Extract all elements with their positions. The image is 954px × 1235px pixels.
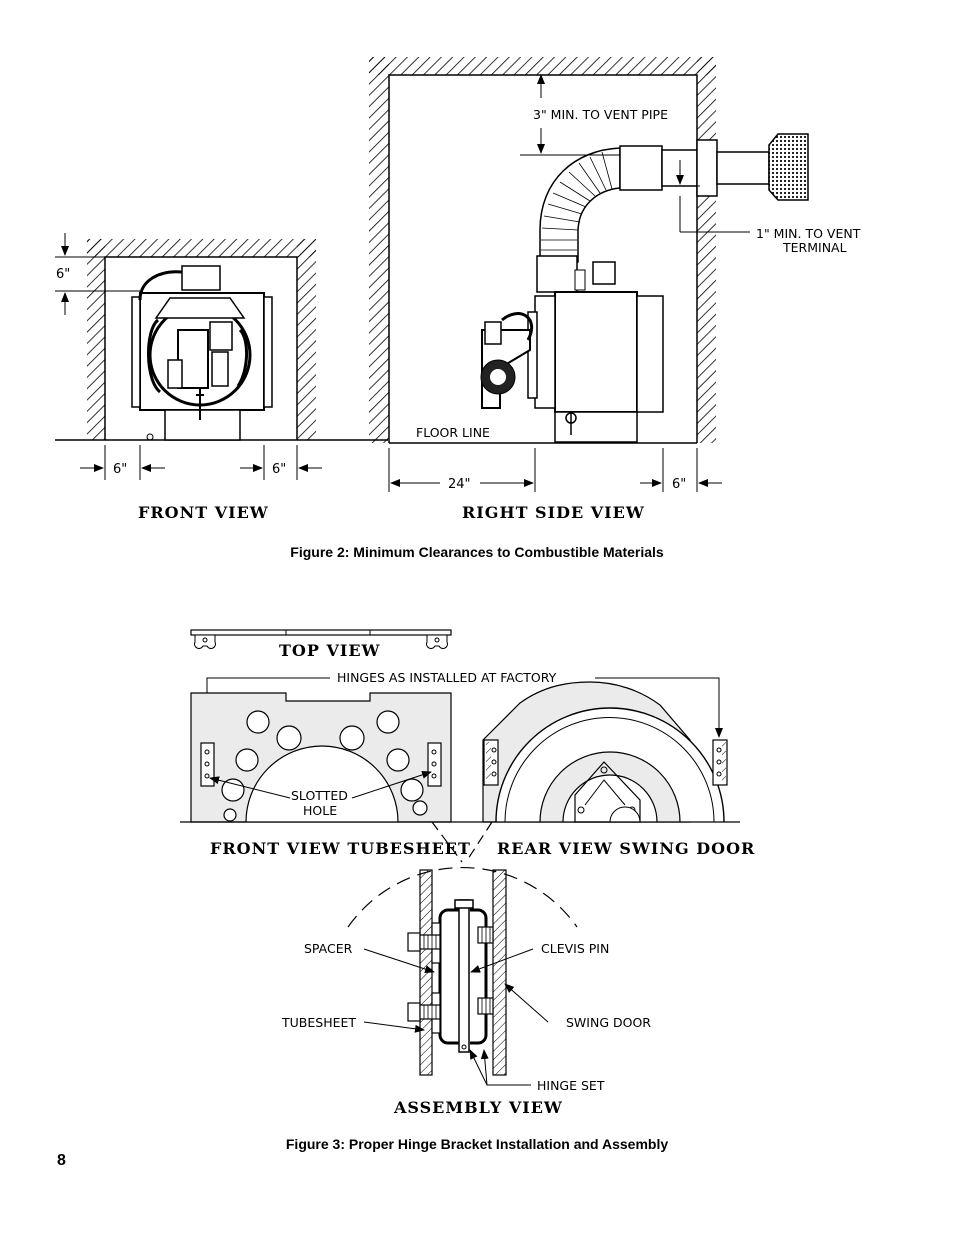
- left-clearance-label: 6": [113, 462, 127, 477]
- figure-2-caption: Figure 2: Minimum Clearances to Combusti…: [290, 544, 664, 560]
- spacer-label: SPACER: [304, 941, 353, 956]
- assembly-view-drawing: [347, 821, 578, 1086]
- right-side-view-drawing: [369, 57, 809, 492]
- hinge-set-label: HINGE SET: [537, 1078, 605, 1093]
- front-clearance-label: 24": [448, 477, 471, 492]
- figure-3-caption: Figure 3: Proper Hinge Bracket Installat…: [285, 1136, 669, 1152]
- front-view-title: FRONT VIEW: [138, 503, 269, 522]
- rear-view-swing-door-drawing: [482, 681, 728, 823]
- right-side-view-title: RIGHT SIDE VIEW: [462, 503, 645, 522]
- rear-view-swing-door-title: REAR VIEW SWING DOOR: [497, 839, 755, 858]
- front-view-tubesheet-drawing: [190, 692, 452, 823]
- vent-terminal-clearance-label: 1" MIN. TO VENT: [756, 226, 861, 241]
- vent-terminal-label-2: TERMINAL: [782, 240, 847, 255]
- top-view-drawing: [190, 629, 452, 649]
- page-number: 8: [57, 1152, 66, 1169]
- tubesheet-label: TUBESHEET: [281, 1015, 356, 1030]
- front-view-drawing: [55, 233, 388, 480]
- swing-door-label: SWING DOOR: [566, 1015, 651, 1030]
- front-view-tubesheet-title: FRONT VIEW TUBESHEET: [210, 839, 471, 858]
- slotted-hole-label-2: HOLE: [303, 803, 337, 818]
- top-view-title: TOP VIEW: [279, 641, 381, 660]
- rear-clearance-label: 6": [672, 477, 686, 492]
- vent-pipe-clearance-label: 3" MIN. TO VENT PIPE: [533, 107, 668, 122]
- clevis-pin-label: CLEVIS PIN: [541, 941, 609, 956]
- assembly-view-title: ASSEMBLY VIEW: [393, 1098, 563, 1117]
- hinges-installed-label: HINGES AS INSTALLED AT FACTORY: [337, 670, 557, 685]
- floor-line-label: FLOOR LINE: [416, 425, 490, 440]
- right-clearance-label: 6": [272, 462, 286, 477]
- slotted-hole-label: SLOTTED: [291, 788, 348, 803]
- top-clearance-label: 6": [56, 267, 70, 282]
